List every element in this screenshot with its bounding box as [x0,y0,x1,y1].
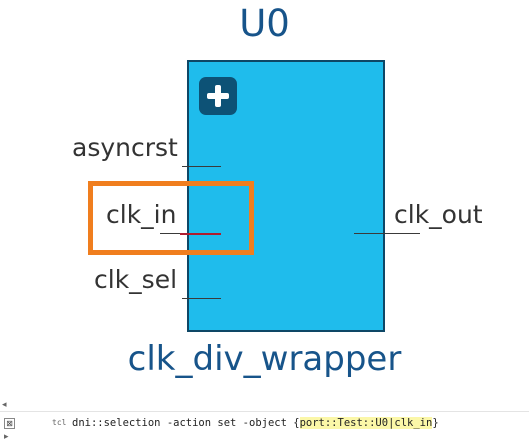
console-divider [0,411,529,412]
tcl-command-icon: tcl [52,418,67,427]
console-toggle-icon[interactable]: ⊠ [4,418,15,429]
command-highlight: port::Test::U0|clk_in [299,417,433,429]
port-label-asyncrst: asyncrst [72,133,178,162]
port-label-clk-in: clk_in [106,200,177,229]
port-pin-clk-in-stub[interactable] [160,233,181,235]
scroll-left-arrow-icon[interactable]: ◂ [2,400,7,410]
port-pin-clk-out[interactable] [354,233,420,235]
port-pin-clk-sel[interactable] [182,298,221,300]
port-pin-asyncrst[interactable] [182,166,221,168]
port-pin-clk-in-selected[interactable] [180,233,221,235]
selection-highlight-box [88,181,254,255]
console-expand-icon[interactable]: ▸ [4,432,9,442]
command-close: } [432,417,439,429]
expand-plus-icon[interactable] [199,77,237,115]
tcl-console[interactable] [0,398,529,443]
port-label-clk-out: clk_out [394,200,483,229]
module-name: clk_div_wrapper [127,339,402,379]
port-label-clk-sel: clk_sel [94,265,178,294]
console-command-line[interactable]: dni::selection -action set -object {port… [72,417,439,430]
instance-name: U0 [239,2,290,45]
command-text: dni::selection -action set -object { [72,417,300,429]
